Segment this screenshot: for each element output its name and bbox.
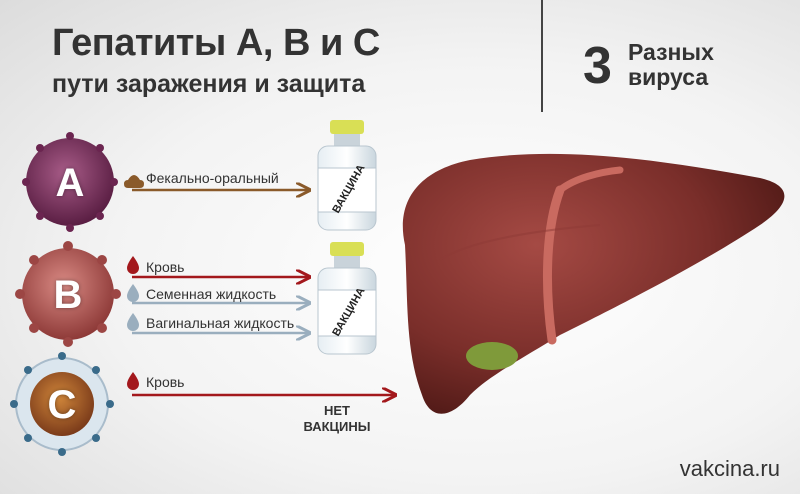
virus-b-particle bbox=[15, 241, 121, 347]
caption-line-2: вируса bbox=[628, 63, 709, 90]
blood-drop-icon bbox=[127, 372, 139, 390]
route-b-blood-label: Кровь bbox=[146, 259, 185, 275]
no-vaccine-label: НЕТ ВАКЦИНЫ bbox=[298, 403, 376, 436]
blood-drop-icon bbox=[127, 256, 139, 274]
fluid-drop-icon bbox=[127, 284, 139, 302]
caption-line-1: Разных bbox=[628, 39, 714, 65]
page-subtitle: пути заражения и защита bbox=[52, 70, 366, 98]
route-a-fecal-label: Фекально-оральный bbox=[146, 170, 279, 186]
poop-icon bbox=[124, 175, 144, 188]
vaccine-vial-b bbox=[317, 242, 377, 355]
route-b-semen-label: Семенная жидкость bbox=[146, 286, 277, 302]
page-title: Гепатиты А, В и С bbox=[52, 22, 380, 64]
virus-c-particle bbox=[10, 352, 114, 456]
route-b-vaginal-label: Вагинальная жидкость bbox=[146, 315, 295, 331]
virus-count-caption: Разных вируса bbox=[628, 40, 714, 90]
no-vaccine-line-2: ВАКЦИНЫ bbox=[303, 419, 371, 435]
virus-b-letter: B bbox=[53, 273, 83, 317]
virus-a-letter: A bbox=[55, 161, 85, 205]
virus-a-particle bbox=[22, 132, 118, 232]
vaccine-vial-a bbox=[317, 120, 377, 231]
site-watermark: vakcina.ru bbox=[679, 456, 780, 481]
virus-c-letter: C bbox=[47, 383, 77, 427]
fluid-drop-icon bbox=[127, 313, 139, 331]
route-c-blood-label: Кровь bbox=[146, 374, 185, 390]
virus-count-number: 3 bbox=[583, 37, 612, 95]
header-divider bbox=[541, 0, 543, 112]
liver-image bbox=[402, 153, 785, 414]
no-vaccine-line-1: НЕТ bbox=[324, 403, 350, 418]
